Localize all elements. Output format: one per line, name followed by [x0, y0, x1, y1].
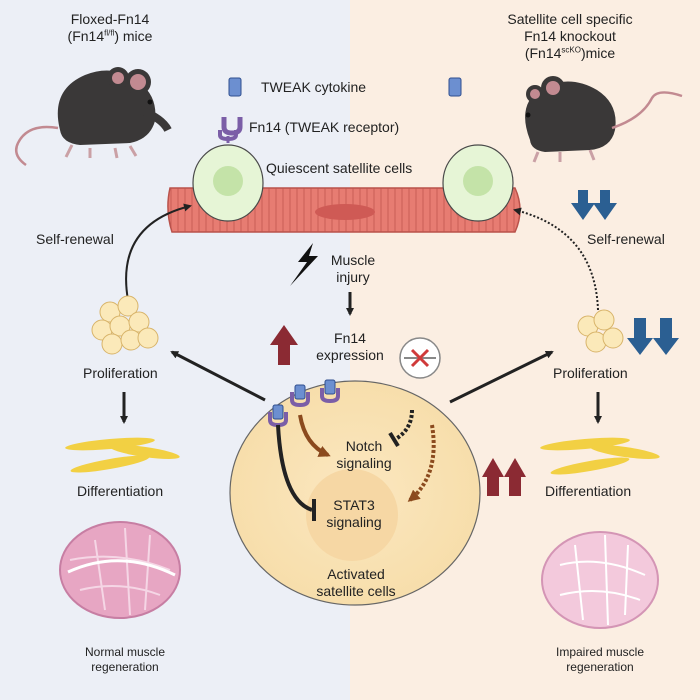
impaired-muscle-cross-section	[541, 531, 659, 629]
quiescent-cells-label: Quiescent satellite cells	[266, 160, 413, 176]
stat3-line2: signaling	[326, 514, 382, 530]
fn14-expression-line1: Fn14	[334, 330, 366, 346]
right-proliferation-label: Proliferation	[553, 365, 628, 381]
tweak-cytokine-left	[228, 77, 242, 97]
muscle-injury-line2: injury	[336, 269, 370, 285]
stat3-line1: STAT3	[333, 497, 375, 513]
notch-signaling-label: Notch signaling	[328, 438, 400, 472]
knockout-mouse-label-line3: (Fn14scKO)mice	[490, 45, 650, 62]
activated-line1: Activated	[327, 566, 385, 582]
normal-regeneration-line2: regeneration	[91, 660, 159, 674]
knockout-mouse-illustration	[525, 76, 683, 163]
normal-regeneration-label: Normal muscle regeneration	[70, 645, 180, 675]
knockout-mouse-genotype: (Fn14	[524, 45, 562, 61]
right-proliferation-arrow	[449, 350, 554, 404]
tweak-cytokine-label: TWEAK cytokine	[261, 79, 367, 95]
activated-cell-receptors	[268, 379, 340, 428]
impaired-regeneration-label: Impaired muscle regeneration	[545, 645, 655, 675]
left-proliferating-cells	[91, 295, 159, 355]
left-differentiated-cells	[65, 437, 180, 473]
floxed-mouse-label: Floxed-Fn14 (Fn14fl/fl) mice	[50, 11, 170, 45]
activated-line2: satellite cells	[316, 583, 396, 599]
notch-inhibition-bar	[388, 431, 400, 448]
activated-cells-label: Activated satellite cells	[296, 566, 416, 600]
right-proliferating-cells	[577, 309, 624, 353]
notch-activation-arrow	[298, 414, 331, 457]
tweak-cytokine-right	[448, 77, 462, 97]
lightning-bolt-icon	[290, 243, 318, 286]
fn14-expression-line2: expression	[316, 347, 384, 363]
differentiation-up-arrows-icon	[482, 458, 526, 496]
quiescent-cell-left	[192, 130, 264, 222]
quiescent-cell-right	[442, 144, 514, 222]
floxed-mouse-genotype-sup: fl/fl	[104, 28, 115, 38]
knockout-mouse-label-line2: Fn14 knockout	[524, 28, 616, 44]
left-proliferation-label: Proliferation	[83, 365, 158, 381]
notch-line2: signaling	[336, 455, 392, 471]
impaired-regeneration-line1: Impaired muscle	[555, 645, 645, 659]
floxed-mouse-suffix: ) mice	[114, 28, 153, 44]
normal-regeneration-line1: Normal muscle	[84, 645, 165, 659]
right-self-renewal-label: Self-renewal	[587, 231, 665, 247]
knockout-mouse-label-line1: Satellite cell specific	[507, 11, 633, 27]
proliferation-down-arrows-icon	[627, 318, 679, 355]
left-self-renewal-arrow	[125, 203, 192, 301]
fn14-up-arrow-icon	[270, 325, 298, 365]
floxed-mouse-illustration	[15, 67, 172, 167]
fn14-receptor-legend-icon	[221, 117, 243, 136]
notch-line1: Notch	[345, 438, 383, 454]
fn14-receptor-label: Fn14 (TWEAK receptor)	[249, 119, 400, 135]
floxed-mouse-label-line2: (Fn14fl/fl) mice	[50, 28, 170, 45]
left-proliferation-arrow	[170, 350, 266, 402]
fn14-expression-label: Fn14 expression	[305, 330, 395, 364]
impaired-regeneration-line2: regeneration	[566, 660, 634, 674]
left-differentiation-label: Differentiation	[77, 483, 164, 499]
normal-muscle-cross-section	[59, 521, 181, 619]
knockout-mouse-genotype-sup: scKO	[561, 45, 581, 55]
self-renewal-down-arrows-icon	[571, 190, 617, 220]
floxed-mouse-label-line1: Floxed-Fn14	[70, 11, 150, 27]
right-self-renewal-arrow	[513, 207, 599, 311]
knockout-mouse-label: Satellite cell specific Fn14 knockout (F…	[490, 11, 650, 62]
left-self-renewal-label: Self-renewal	[36, 231, 114, 247]
muscle-injury-line1: Muscle	[330, 252, 376, 268]
knockout-mouse-suffix: )mice	[580, 45, 616, 61]
muscle-injury-label: Muscle injury	[318, 252, 388, 286]
floxed-mouse-genotype: (Fn14	[67, 28, 105, 44]
stat3-signaling-label: STAT3 signaling	[318, 497, 390, 531]
right-differentiation-label: Differentiation	[545, 483, 632, 499]
right-differentiated-cells	[540, 437, 660, 475]
activated-satellite-cell	[229, 380, 481, 606]
stat3-inhibition-line	[276, 424, 313, 512]
gene-knockout-icon	[399, 337, 441, 379]
